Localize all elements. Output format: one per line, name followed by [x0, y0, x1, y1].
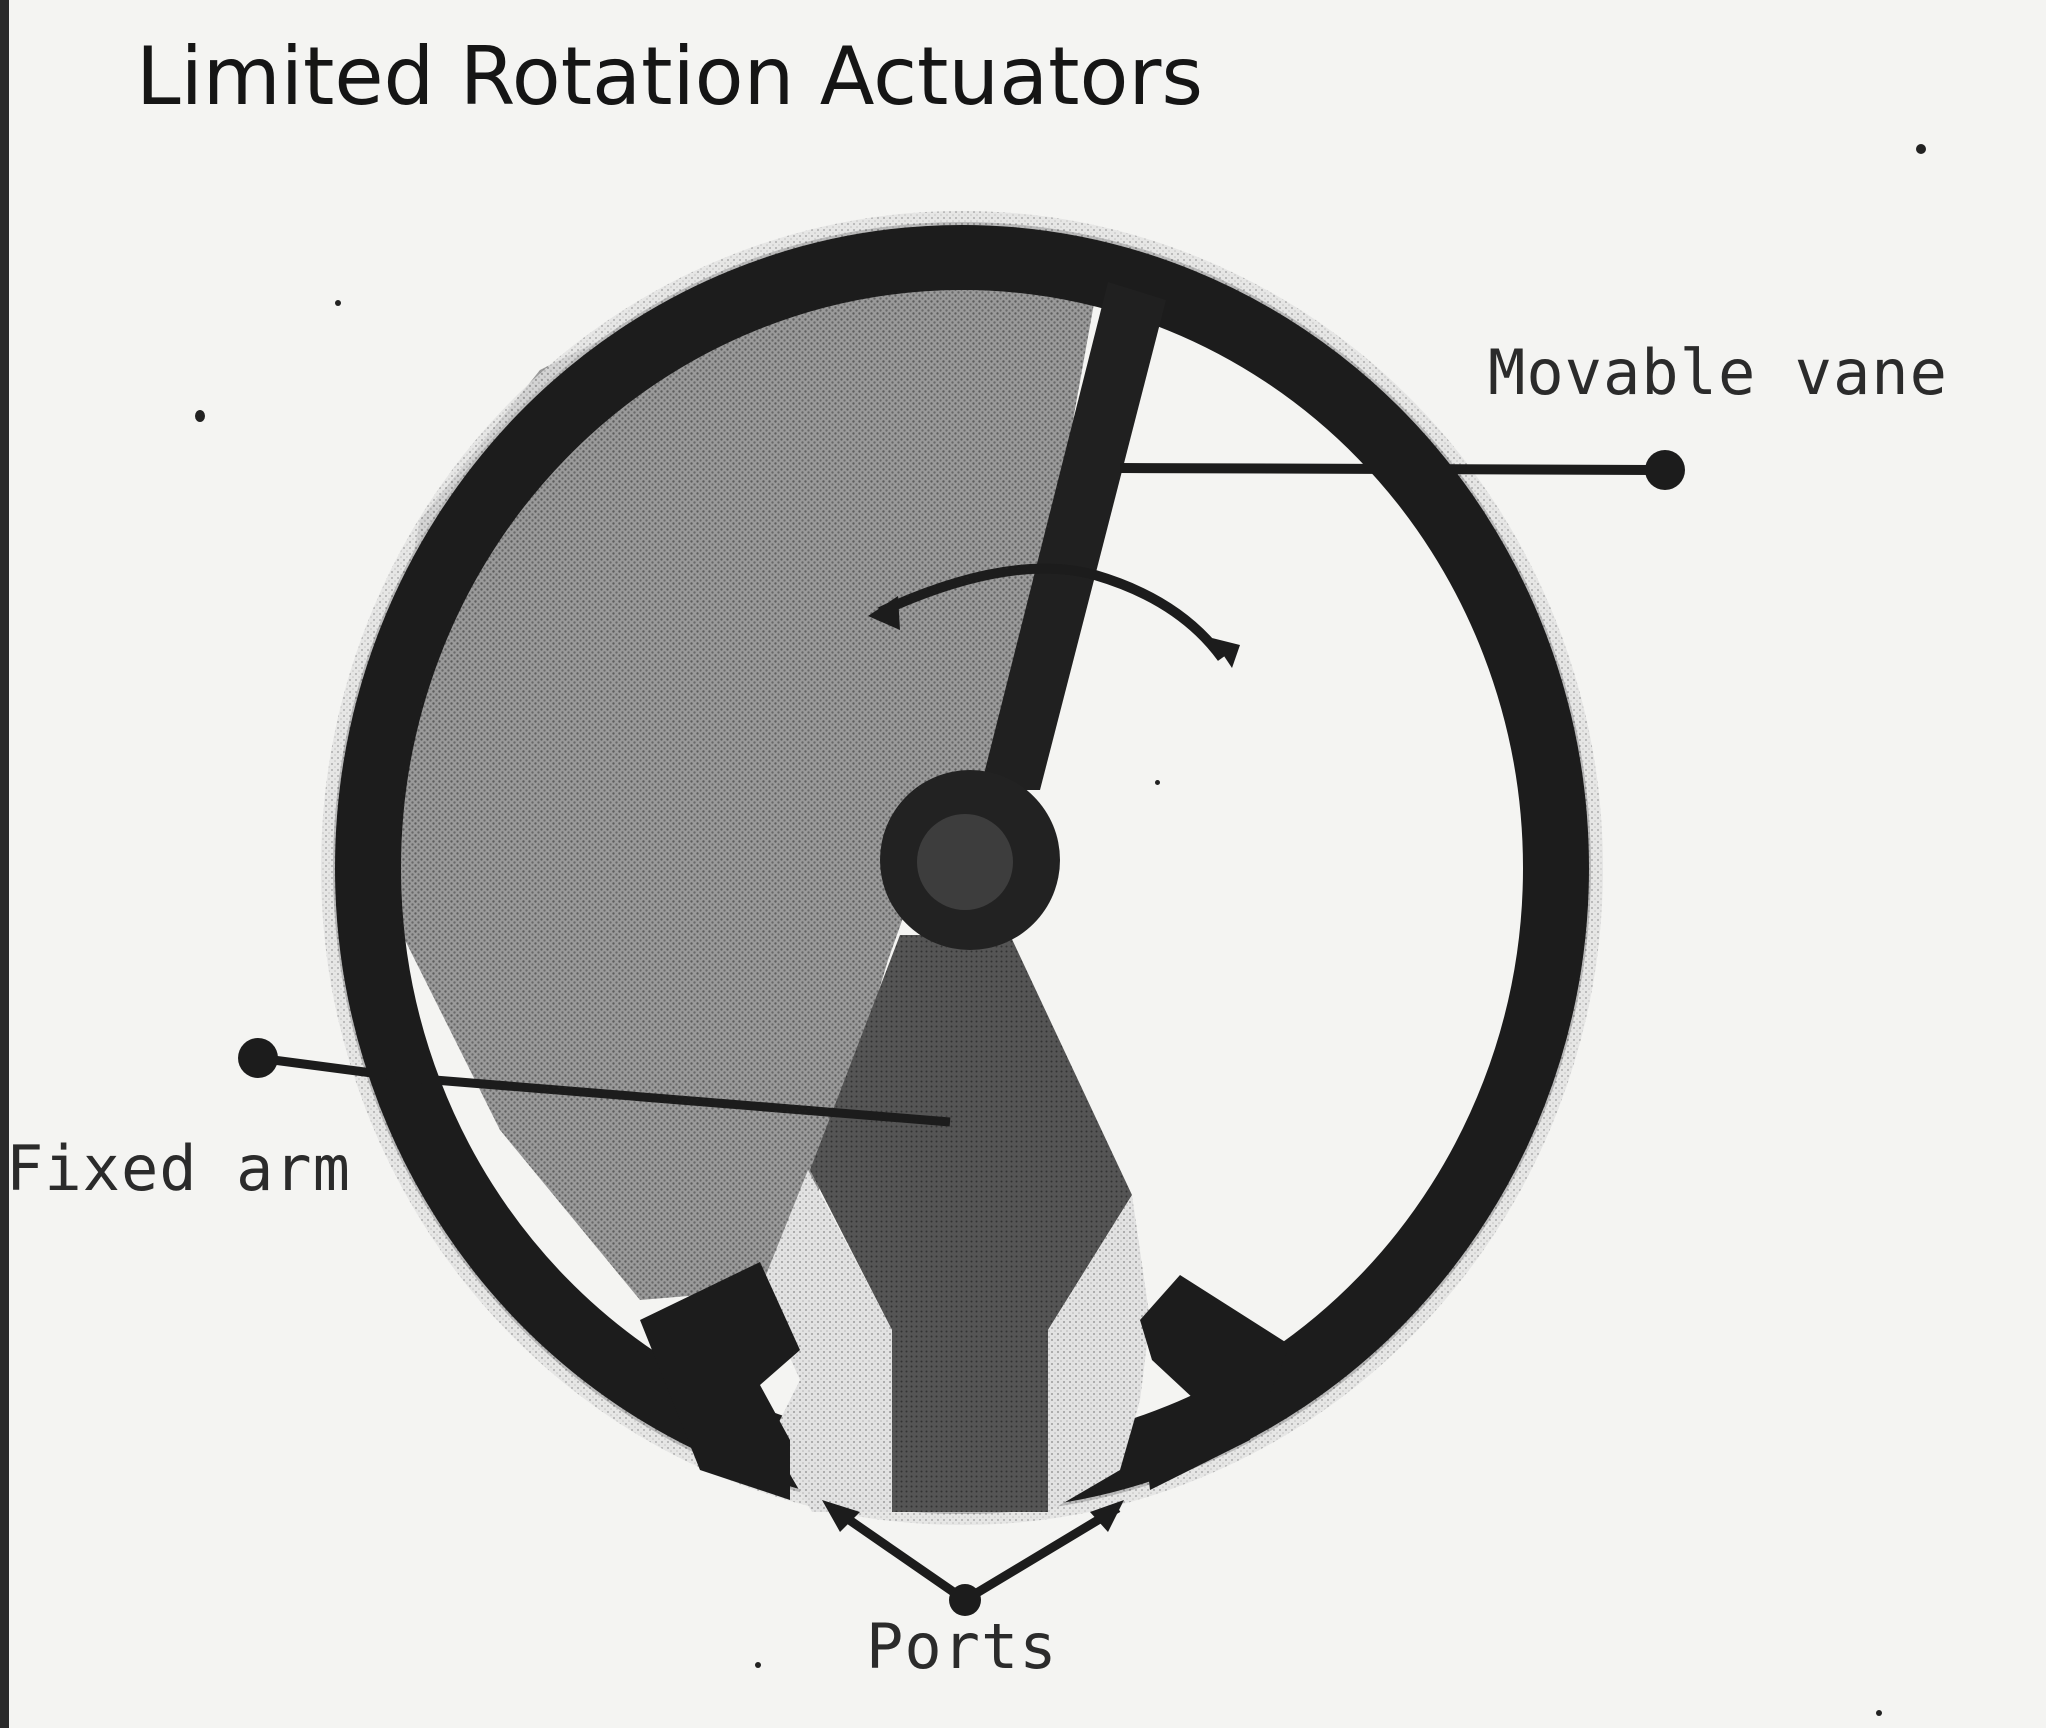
housing-lug-right: [1140, 1275, 1290, 1490]
movable-vane-leader-dot: [1645, 450, 1685, 490]
movable-vane: [980, 282, 1166, 790]
scan-speck: [195, 410, 205, 422]
ports-arrow-right: [1090, 1500, 1124, 1532]
scan-speck: [335, 300, 341, 306]
ports-arrow-left: [822, 1500, 860, 1532]
port-passage-left: [760, 1170, 892, 1512]
fixed-arm-leader: [257, 1053, 951, 1127]
shaft-hub-center: [917, 814, 1013, 910]
scan-speck: [1155, 780, 1160, 785]
fixed-arm-label: Fixed arm: [6, 1132, 351, 1205]
movable-vane-label: Movable vane: [1488, 336, 1948, 409]
port-passage-right: [1048, 1195, 1150, 1512]
rotation-arrow-head-left: [868, 596, 900, 630]
rotation-arrow: [877, 563, 1227, 661]
scan-speck: [755, 1662, 761, 1668]
shaded-pressure-chamber: [380, 265, 1100, 1300]
scan-speck: [1916, 144, 1926, 154]
ports-label: Ports: [866, 1610, 1058, 1683]
page-left-border: [0, 0, 9, 1728]
fixed-arm-leader-dot: [238, 1038, 278, 1078]
scan-speck: [1876, 1710, 1882, 1716]
movable-vane-leader: [1119, 463, 1666, 475]
housing-ring-edge: [321, 211, 1603, 1525]
fixed-arm: [810, 935, 1132, 1512]
ports-leader-dot: [949, 1584, 981, 1616]
housing-lug-left: [640, 1262, 800, 1500]
page-title: Limited Rotation Actuators: [136, 30, 1204, 123]
rotation-arrow-head-right: [1212, 638, 1240, 668]
